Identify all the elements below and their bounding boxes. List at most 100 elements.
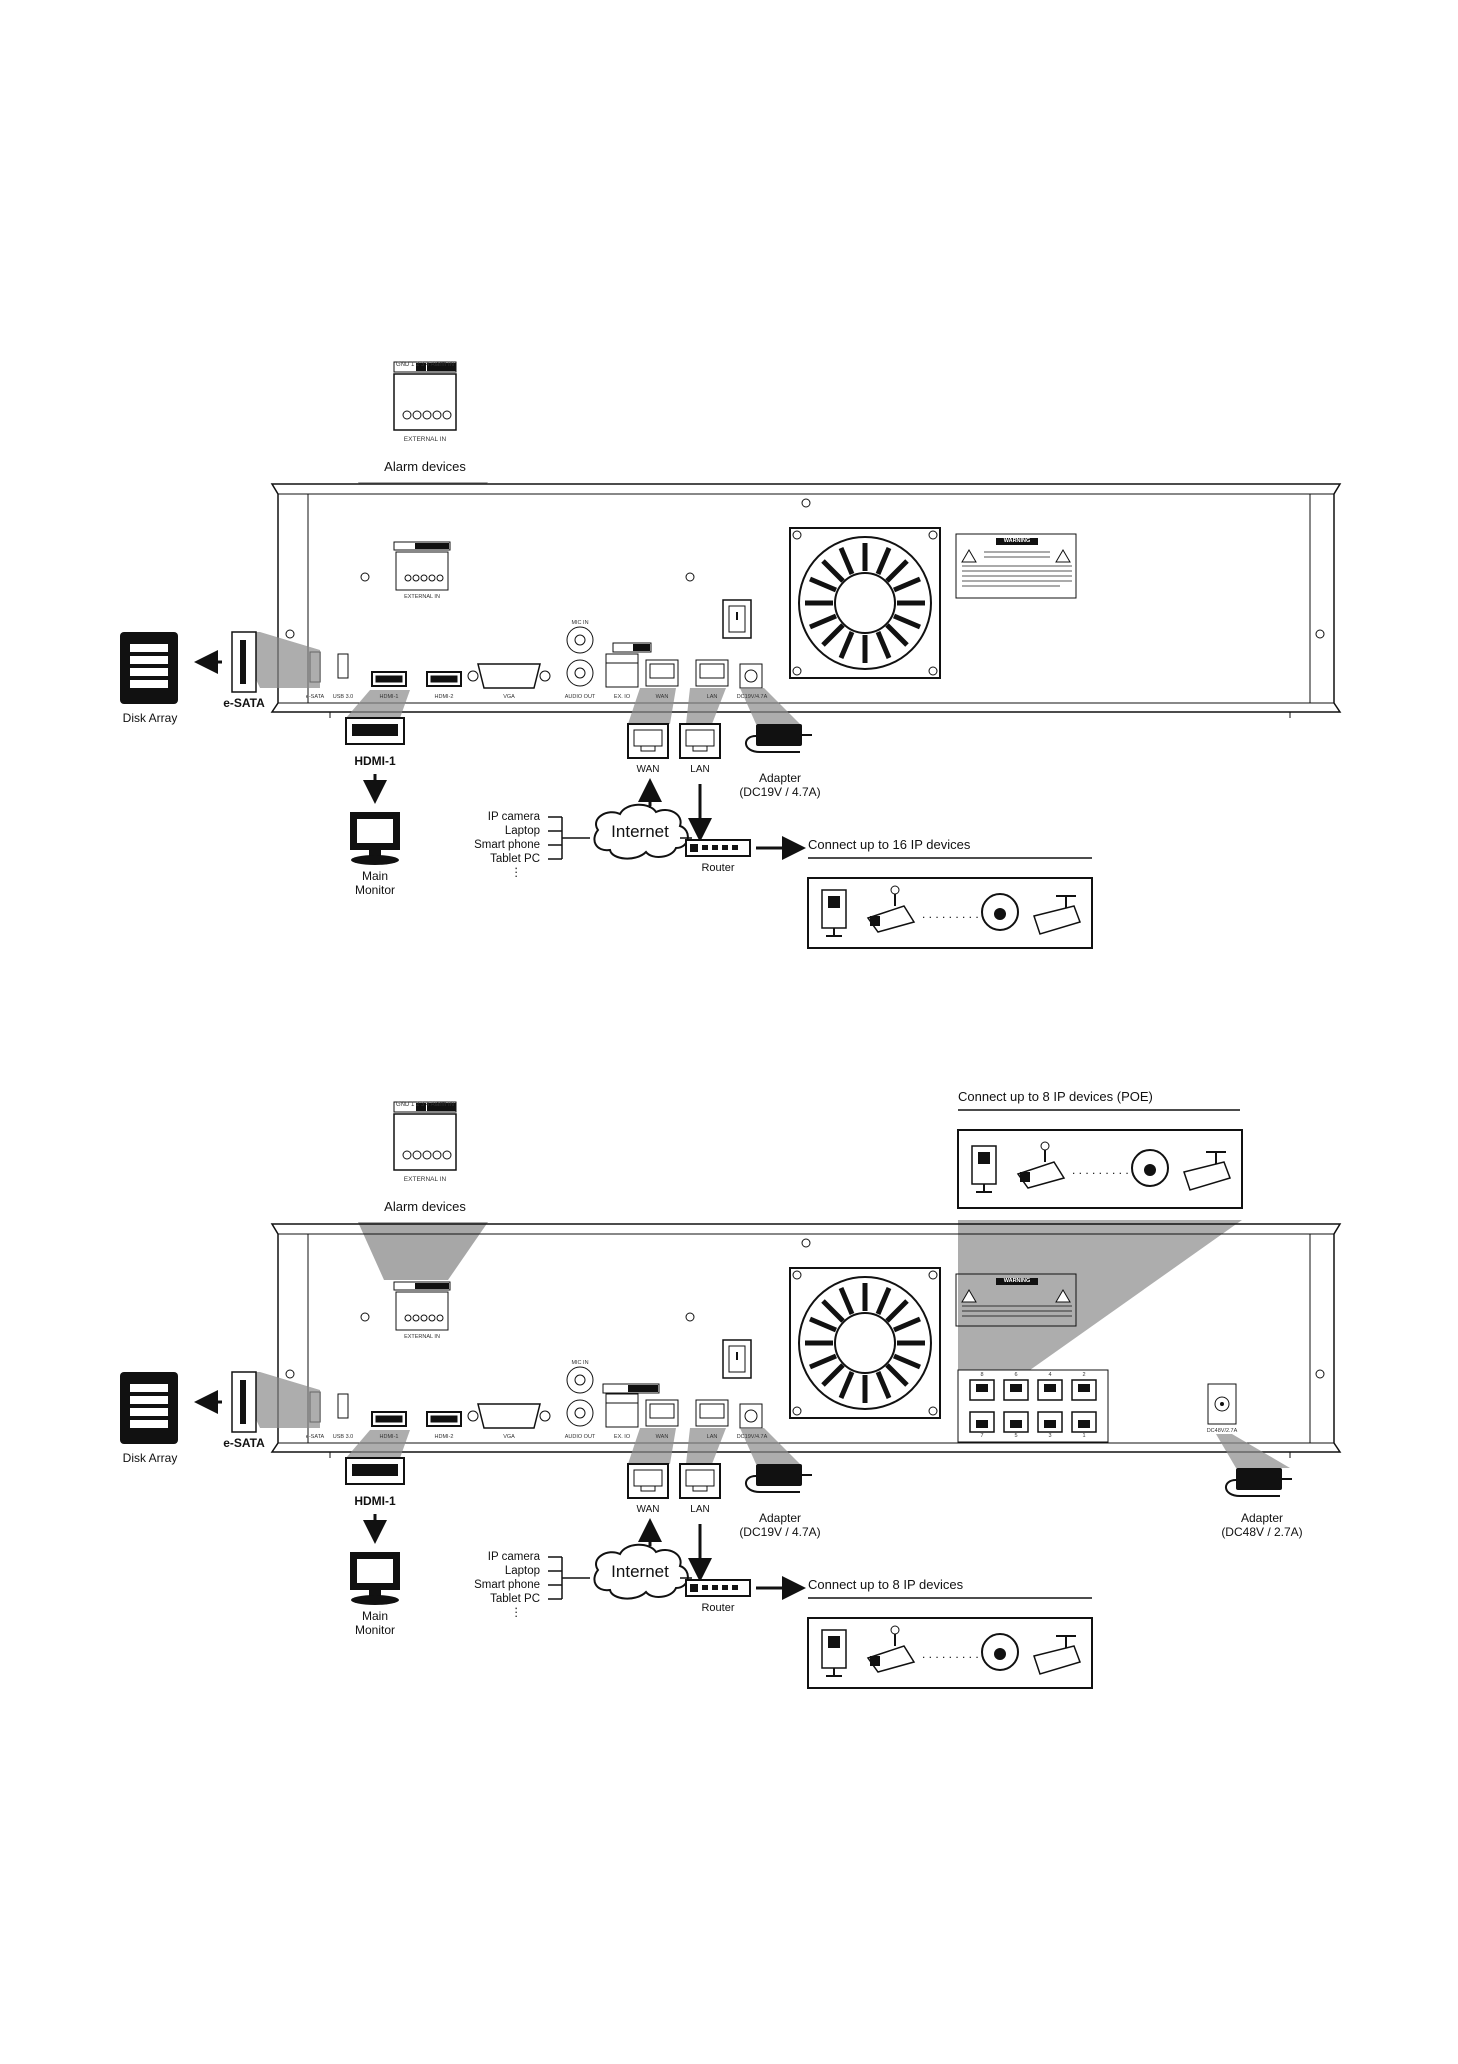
lan-jack (679, 723, 721, 759)
panel-label-esata-b: e-SATA (305, 1434, 325, 1440)
panel-label-audio-out-b: AUDIO OUT (564, 1434, 596, 1440)
client-device-laptop-b: Laptop (504, 1565, 540, 1577)
client-device-smart-phone-b: Smart phone (474, 1579, 540, 1591)
client-device-more: ⋮ (510, 867, 523, 879)
lan-jack-b (679, 1463, 721, 1499)
power-switch-b (722, 1339, 752, 1379)
ip-devices-box: . . . . . . . . . (807, 877, 1093, 949)
wan-callout-beam-b (628, 1428, 676, 1464)
client-device-laptop: Laptop (504, 825, 540, 837)
hdmi-label: HDMI-1 (354, 754, 396, 768)
exio-header-fill (633, 644, 650, 651)
nvr-chassis-b (270, 1223, 1342, 1458)
client-device-smart-phone: Smart phone (474, 839, 540, 851)
client-device-tablet-pc: Tablet PC (490, 853, 540, 865)
poe-port-4: 4 (1048, 1372, 1052, 1378)
adapter-icon-b (745, 1464, 812, 1493)
fan-grille (789, 527, 941, 679)
alarm-header-label-b: GND 1 2 3 4 Alarm IN (396, 1102, 455, 1108)
lan-callout-beam (686, 688, 726, 724)
warning-label-b (955, 1273, 1077, 1327)
panel-label-dc-b: DC19V/4.7A (736, 1434, 768, 1440)
main-monitor-label-b: Main Monitor (354, 1609, 396, 1637)
panel-label-audio-out: AUDIO OUT (564, 694, 596, 700)
hdmi-callout-beam-b (346, 1430, 410, 1458)
wan-jack (627, 723, 669, 759)
poe-port-3: 3 (1048, 1433, 1052, 1439)
client-bracket-b (548, 1556, 590, 1600)
diagram-bottom-art: . . . . . . . . . (120, 1101, 1342, 1689)
panel-label-mic-in-b: MIC IN (571, 1360, 589, 1366)
poe-port-7: 7 (980, 1433, 984, 1439)
wan-jack-label-b: WAN (636, 1504, 660, 1515)
poe-port-8: 8 (980, 1372, 984, 1378)
panel-label-wan-b: WAN (655, 1434, 669, 1440)
adapter-label: Adapter (DC19V / 4.7A) (739, 771, 821, 799)
adapter-icon (745, 724, 812, 753)
panel-label-dc: DC19V/4.7A (736, 694, 768, 700)
alarm-terminal-block-b (393, 1101, 457, 1171)
adapter2-callout-beam (1216, 1434, 1290, 1468)
poe-port-5: 5 (1014, 1433, 1018, 1439)
router-label: Router (701, 862, 735, 874)
panel-alarm-terminal-b (393, 1281, 451, 1331)
internet-label-b: Internet (611, 1562, 669, 1581)
poe-devices-box: . . . . . . . . . (957, 1129, 1243, 1209)
lan-jack-label-b: LAN (690, 1504, 710, 1515)
hdmi-connector-pins (352, 724, 398, 736)
esata-label-b: e-SATA (223, 1436, 265, 1450)
panel-label-dc48v: DC48V/2.7A (1206, 1428, 1238, 1434)
poe-connect-label: Connect up to 8 IP devices (POE) (958, 1089, 1153, 1104)
esata-label: e-SATA (223, 696, 265, 710)
alarm-header-label: GND 1 2 3 4 Alarm IN (396, 362, 455, 368)
panel-label-vga: VGA (503, 694, 515, 700)
alarm-terminal-block (393, 361, 457, 431)
panel-label-lan-b: LAN (706, 1434, 718, 1440)
alarm-devices-label: Alarm devices (384, 459, 466, 474)
adapter-label-b: Adapter (DC19V / 4.7A) (739, 1511, 821, 1539)
warning-label (955, 533, 1077, 599)
panel-label-wan: WAN (655, 694, 669, 700)
rear-ports-b (309, 1366, 763, 1429)
fan-grille-b (789, 1267, 941, 1419)
warning-text: WARNING (1003, 538, 1031, 544)
poe-port-6: 6 (1014, 1372, 1018, 1378)
hdmi-label-b: HDMI-1 (354, 1494, 396, 1508)
internet-label: Internet (611, 822, 669, 841)
connect-devices-label-b: Connect up to 8 IP devices (808, 1577, 964, 1592)
panel-label-exio: EX. IO (613, 694, 631, 700)
alarm-callout-beam-b (358, 1222, 488, 1280)
lan-callout-beam-b (686, 1428, 726, 1464)
router-label-b: Router (701, 1602, 735, 1614)
client-device-ip-camera: IP camera (487, 811, 540, 823)
poe-port-2: 2 (1082, 1372, 1086, 1378)
panel-alarm-terminal (393, 541, 451, 591)
adapter-callout-beam-b (740, 1428, 800, 1464)
wan-jack-b (627, 1463, 669, 1499)
panel-label-mic-in: MIC IN (571, 620, 589, 626)
external-in-label: EXTERNAL IN (403, 436, 447, 443)
panel-label-lan: LAN (706, 694, 718, 700)
dc48v-jack (1207, 1383, 1237, 1425)
client-device-list-b: IP camera Laptop Smart phone Tablet PC ⋮ (460, 1550, 540, 1620)
panel-label-usb: USB 3.0 (332, 694, 354, 700)
adapter-callout-beam (740, 688, 800, 724)
client-device-more-b: ⋮ (510, 1607, 523, 1619)
alarm-devices-label-b: Alarm devices (384, 1199, 466, 1214)
hdmi-connector-pins-b (352, 1464, 398, 1476)
disk-array-label: Disk Array (122, 711, 178, 725)
client-bracket (548, 816, 590, 860)
diagram-bottom: . . . . . . . . . (0, 1000, 1458, 2064)
exio-header (612, 642, 652, 653)
panel-external-in-label: EXTERNAL IN (404, 594, 440, 600)
esata-connector-slot-b (240, 1380, 246, 1424)
panel-external-in-label-b: EXTERNAL IN (404, 1334, 440, 1340)
ip-devices-box-b: . . . . . . . . . (807, 1617, 1093, 1689)
connect-devices-label: Connect up to 16 IP devices (808, 837, 971, 852)
router-icon-b (685, 1579, 751, 1597)
disk-array-icon (120, 632, 178, 704)
panel-label-exio-b: EX. IO (613, 1434, 631, 1440)
poe-port-block (957, 1369, 1109, 1443)
diagram-top: . . . . . . . . . GND 1 2 3 4 Alarm IN E… (0, 0, 1458, 1000)
warning-text-b: WARNING (1003, 1278, 1031, 1284)
